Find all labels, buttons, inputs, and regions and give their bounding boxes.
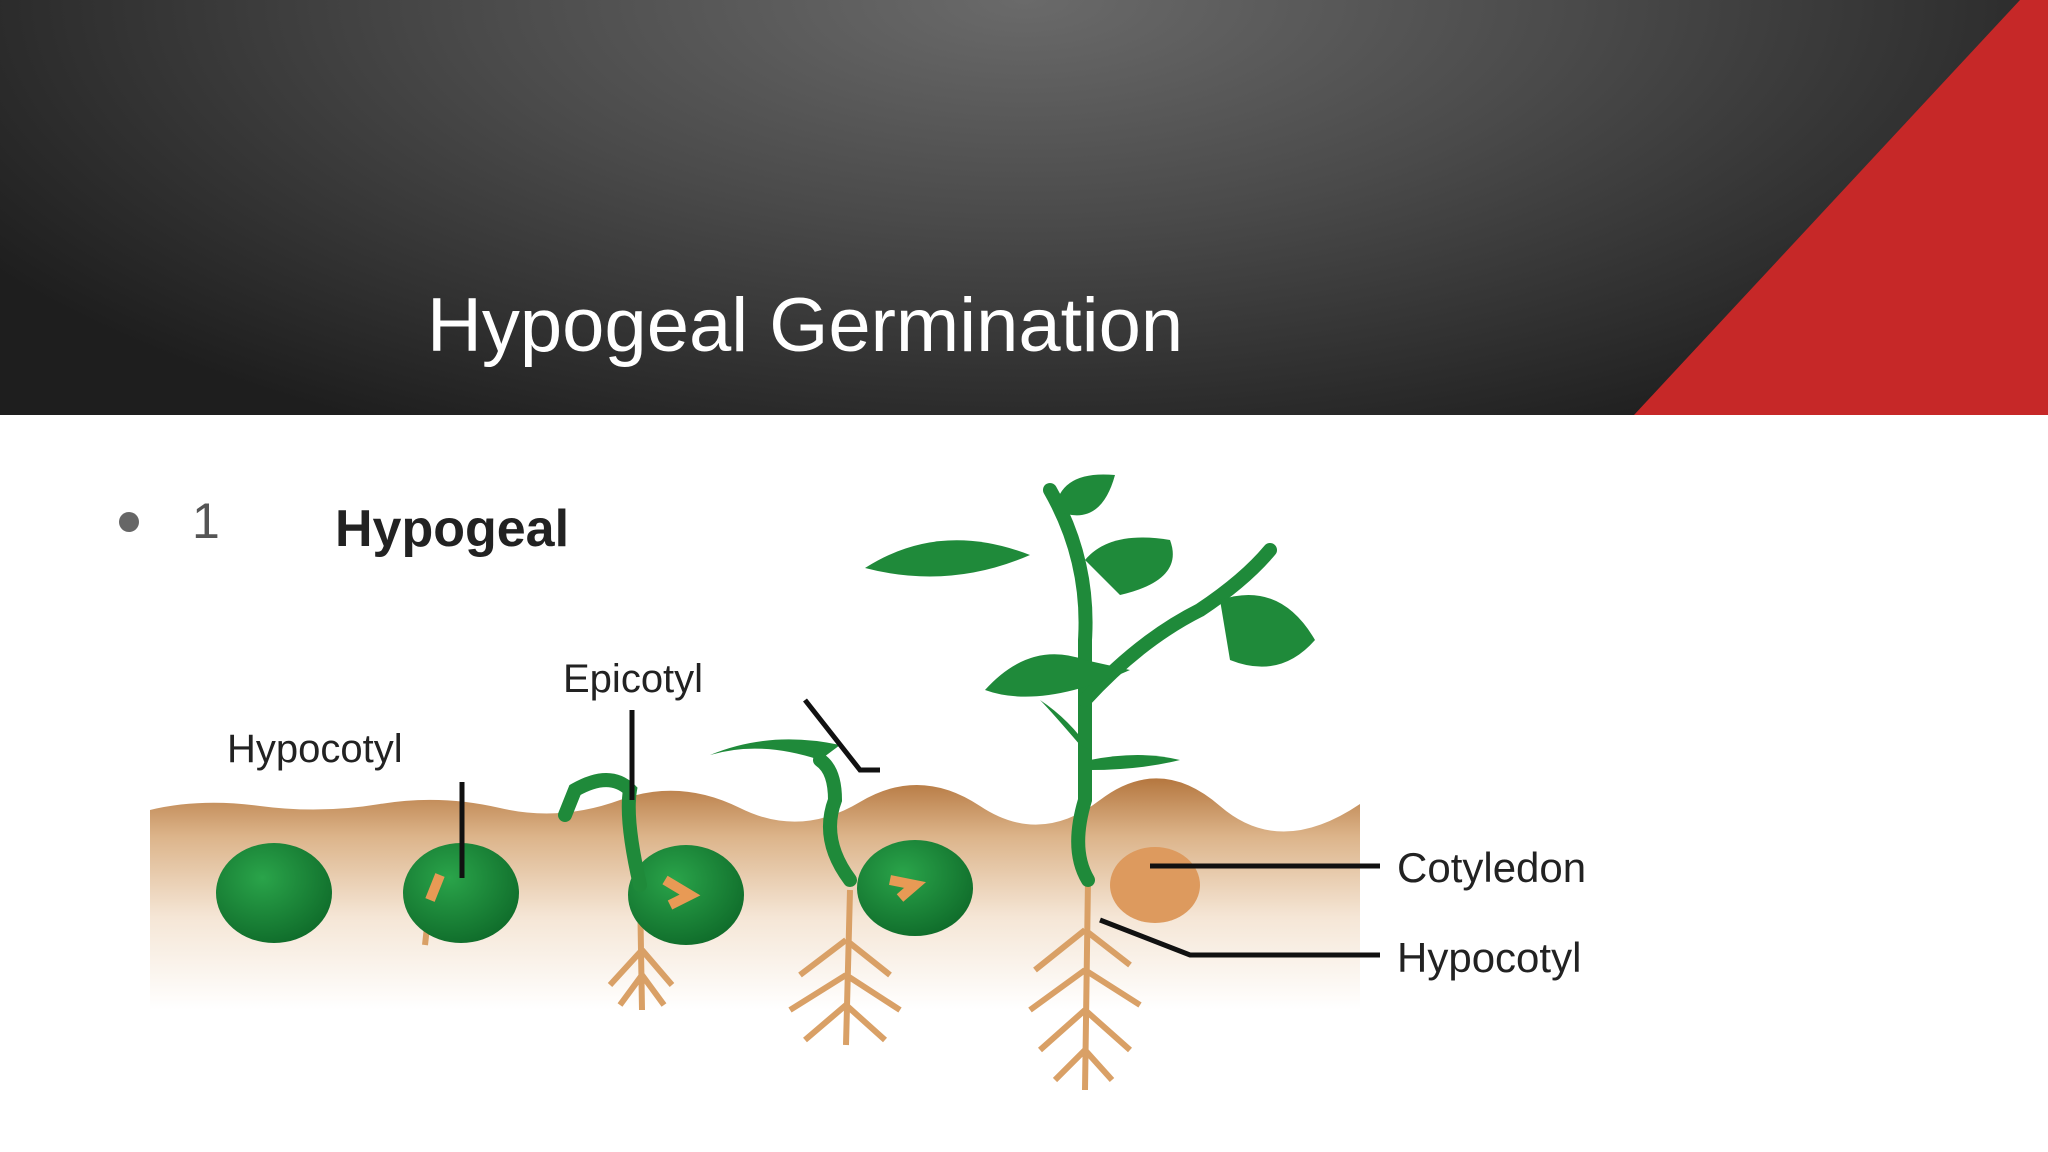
seeds <box>216 840 1200 945</box>
label-cotyledon: Cotyledon <box>1397 844 1586 891</box>
cotyledon-shape <box>1110 847 1200 923</box>
leaves <box>710 474 1315 770</box>
label-hypocotyl-top: Hypocotyl <box>227 727 403 771</box>
label-hypocotyl-right: Hypocotyl <box>1397 934 1581 981</box>
leader-lines <box>459 698 1380 958</box>
red-accent-triangle <box>1634 0 2048 415</box>
label-epicotyl: Epicotyl <box>563 657 703 701</box>
figure-heading: Hypogeal <box>335 500 569 558</box>
slide-title: Hypogeal Germination <box>427 283 1184 368</box>
bullet-text: 1 <box>192 493 220 549</box>
bullet-icon <box>119 512 139 532</box>
slide-header: Hypogeal Germination <box>0 0 2048 415</box>
